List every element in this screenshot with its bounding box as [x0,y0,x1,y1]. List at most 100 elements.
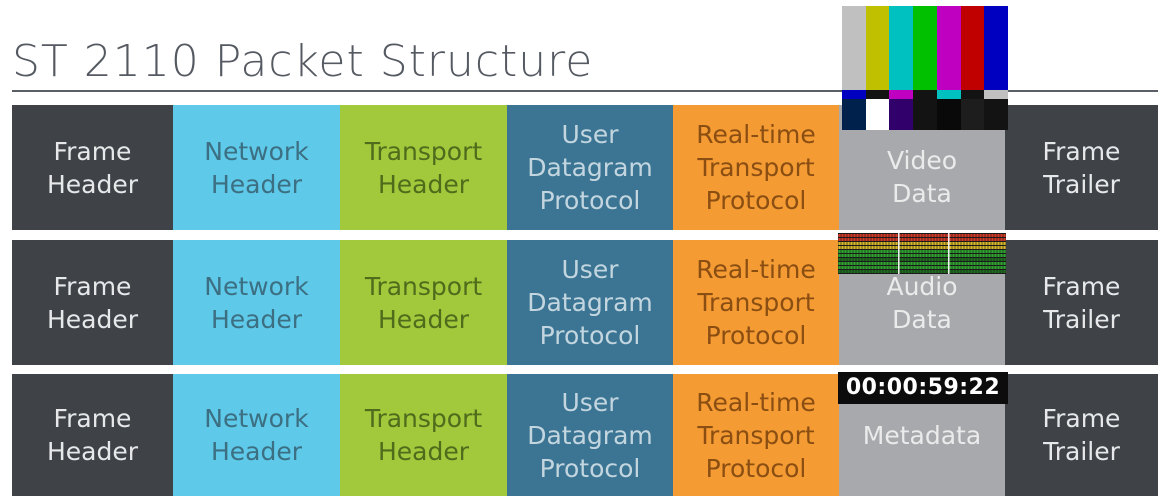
meter-segment [925,250,928,253]
meter-segment [952,270,955,273]
color-bar-bottom-0 [842,99,866,130]
meter-segment [853,266,856,269]
meter-segment [880,242,883,245]
meter-segment [970,258,973,261]
rtp-block: Real-time Transport Protocol [673,105,839,230]
meter-segment [976,234,979,237]
meter-segment [922,262,925,265]
meter-segment [880,238,883,241]
meter-segment [943,234,946,237]
meter-segment [859,254,862,257]
meter-segment [991,238,994,241]
meter-segment [967,270,970,273]
meter-segment [931,254,934,257]
meter-segment [907,250,910,253]
meter-segment [838,262,841,265]
meter-segment [859,266,862,269]
meter-segment [925,242,928,245]
meter-segment [916,238,919,241]
meter-segment [880,262,883,265]
meter-segment [847,262,850,265]
meter-segment [955,234,958,237]
meter-segment [856,262,859,265]
meter-segment [907,234,910,237]
meter-segment [892,270,895,273]
meter-segment [901,266,904,269]
meter-segment [970,250,973,253]
meter-segment [976,246,979,249]
meter-segment [883,242,886,245]
meter-segment [853,238,856,241]
meter-segment [844,258,847,261]
meter-segment [922,266,925,269]
meter-segment [961,234,964,237]
meter-segment [922,242,925,245]
meter-segment [850,238,853,241]
packet-row-audio: Frame Header Network Header Transport He… [12,240,1158,365]
meter-segment [982,234,985,237]
meter-segment [931,266,934,269]
meter-segment [967,242,970,245]
meter-segment [973,262,976,265]
meter-segment [841,250,844,253]
meter-segment [964,246,967,249]
meter-segment [982,270,985,273]
color-bar-bottom-4 [936,99,961,130]
meter-segment [1003,258,1006,261]
meter-segment [958,234,961,237]
meter-segment [853,246,856,249]
meter-segment [916,270,919,273]
meter-segment [988,246,991,249]
meter-segment [877,246,880,249]
color-bar-top-6 [984,6,1008,90]
meter-segment [901,262,904,265]
meter-segment [865,238,868,241]
meter-segment [892,266,895,269]
meter-segment [955,262,958,265]
meter-segment [895,254,898,257]
meter-segment [952,242,955,245]
meter-segment [895,250,898,253]
meter-segment [967,254,970,257]
meter-segment [886,270,889,273]
transport-header-block: Transport Header [340,374,507,496]
meter-segment [910,234,913,237]
meter-segment [982,258,985,261]
meter-segment [901,246,904,249]
meter-segment [994,234,997,237]
timecode-display: 00:00:59:22 [838,372,1008,404]
meter-segment [952,234,955,237]
meter-segment [841,254,844,257]
meter-segment [1000,258,1003,261]
meter-segment [871,270,874,273]
meter-segment [907,242,910,245]
meter-segment [937,258,940,261]
meter-segment [877,242,880,245]
meter-segment [862,242,865,245]
meter-segment [892,238,895,241]
meter-segment [889,234,892,237]
meter-segment [844,254,847,257]
meter-segment [982,238,985,241]
meter-segment [913,254,916,257]
meter-segment [931,262,934,265]
meter-segment [994,250,997,253]
meter-segment [940,270,943,273]
meter-segment [892,262,895,265]
meter-segment [919,238,922,241]
meter-segment [949,242,952,245]
meter-segment [964,262,967,265]
meter-segment [997,242,1000,245]
meter-segment [913,250,916,253]
meter-segment [904,266,907,269]
meter-segment [841,238,844,241]
meter-segment [958,258,961,261]
meter-segment [1003,242,1006,245]
meter-segment [988,258,991,261]
meter-segment [844,266,847,269]
meter-segment [913,242,916,245]
meter-segment [880,254,883,257]
udp-block: User Datagram Protocol [507,240,673,365]
meter-segment [871,254,874,257]
meter-segment [919,246,922,249]
